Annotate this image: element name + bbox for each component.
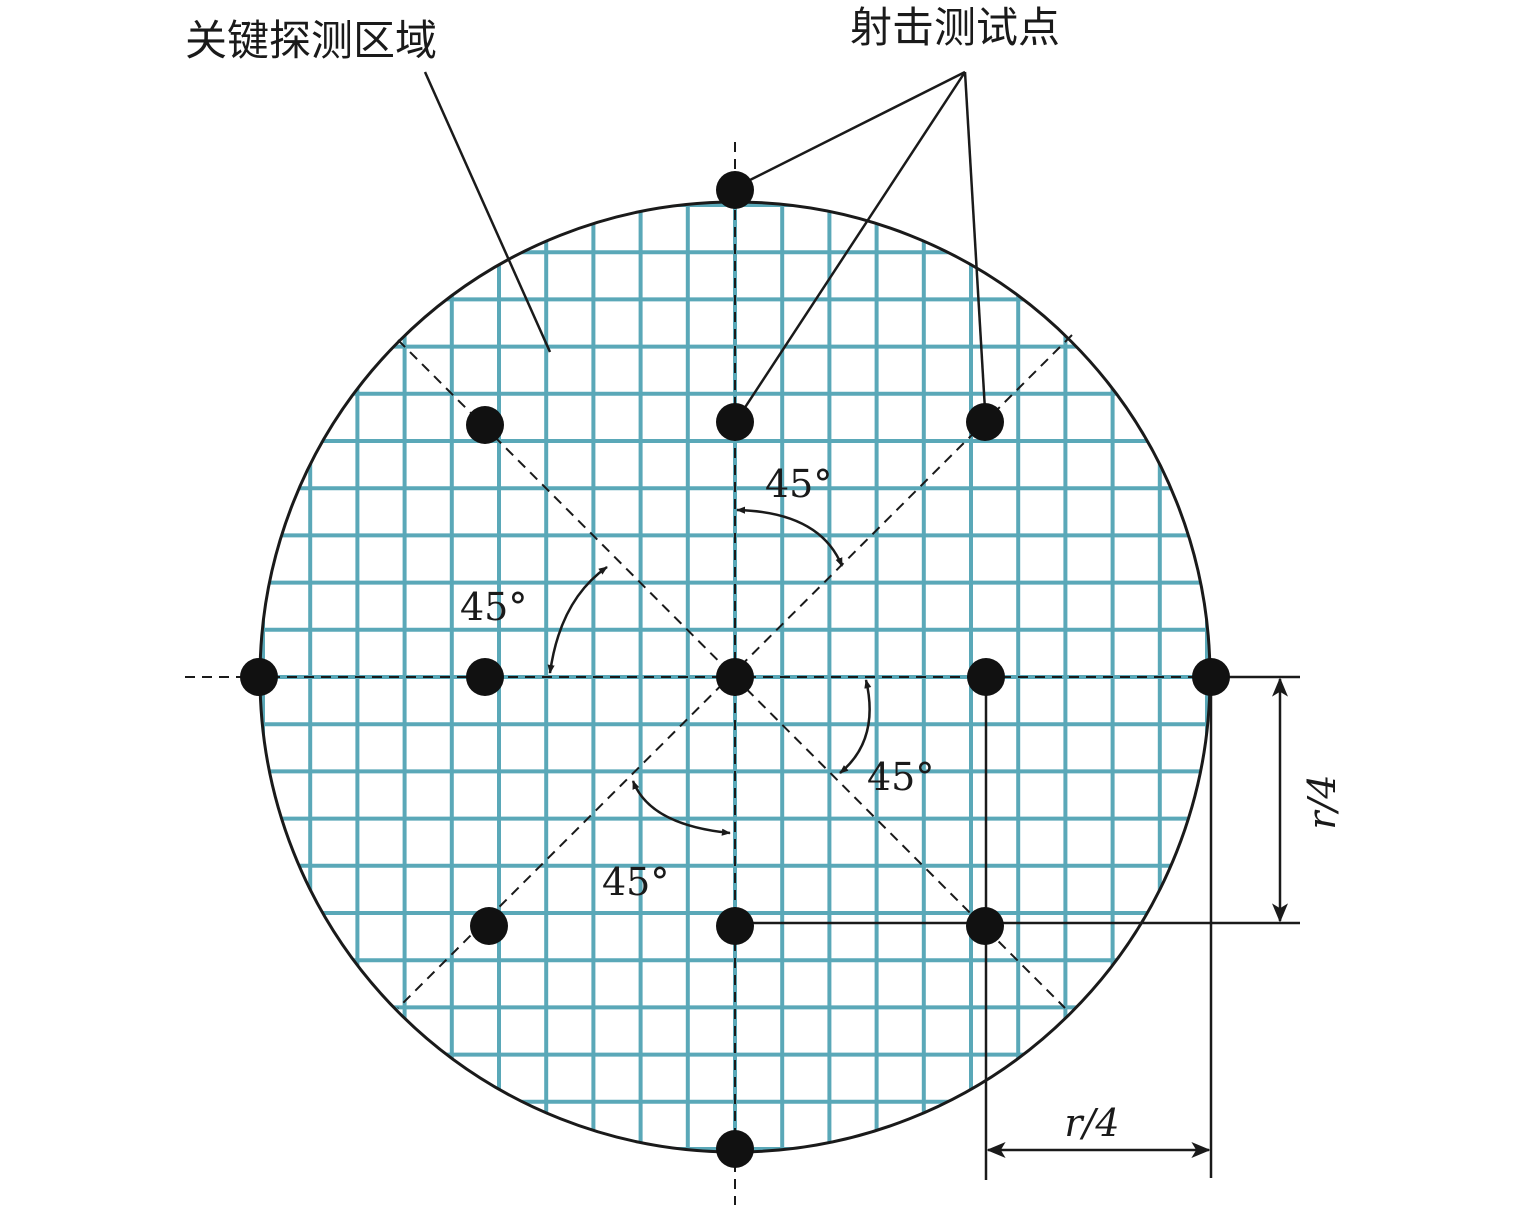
test-point-inner-right bbox=[967, 658, 1005, 696]
angle-label-right: 45° bbox=[867, 755, 934, 799]
label-test-points: 射击测试点 bbox=[850, 3, 1060, 52]
angle-arc-bottom bbox=[631, 780, 731, 836]
leader-detection-region bbox=[423, 71, 552, 353]
leader-test-point-top bbox=[749, 70, 966, 182]
test-point-inner-top bbox=[716, 403, 754, 441]
test-point-center bbox=[716, 658, 754, 696]
leader-test-point-diag bbox=[963, 71, 987, 411]
dim-label-vertical: r/4 bbox=[1300, 774, 1344, 829]
test-point-diag-top-left bbox=[466, 406, 504, 444]
test-point-top bbox=[716, 171, 754, 209]
angle-label-top-right: 45° bbox=[765, 462, 832, 506]
test-point-left bbox=[240, 658, 278, 696]
angle-arc-top-left bbox=[547, 565, 608, 674]
angle-label-bottom: 45° bbox=[602, 860, 669, 904]
angle-arc-right bbox=[839, 679, 872, 774]
dim-label-horizontal: r/4 bbox=[1064, 1101, 1119, 1145]
leader-lines bbox=[423, 70, 987, 413]
test-point-inner-left bbox=[466, 658, 504, 696]
diagonal-axis-1 bbox=[397, 339, 1066, 1009]
angle-arc-top-right bbox=[736, 506, 844, 567]
shooting-test-points bbox=[240, 171, 1230, 1168]
test-point-diag-bottom-left bbox=[470, 907, 508, 945]
angle-label-top-left: 45° bbox=[460, 585, 527, 629]
angle-arcs bbox=[547, 506, 872, 836]
test-point-right bbox=[1192, 658, 1230, 696]
leader-test-point-inner bbox=[740, 71, 967, 413]
test-point-diag-top-right bbox=[966, 403, 1004, 441]
label-detection-region: 关键探测区域 bbox=[185, 16, 437, 65]
test-point-bottom bbox=[716, 1130, 754, 1168]
test-point-inner-bottom bbox=[716, 907, 754, 945]
test-point-diag-bottom-right bbox=[966, 907, 1004, 945]
